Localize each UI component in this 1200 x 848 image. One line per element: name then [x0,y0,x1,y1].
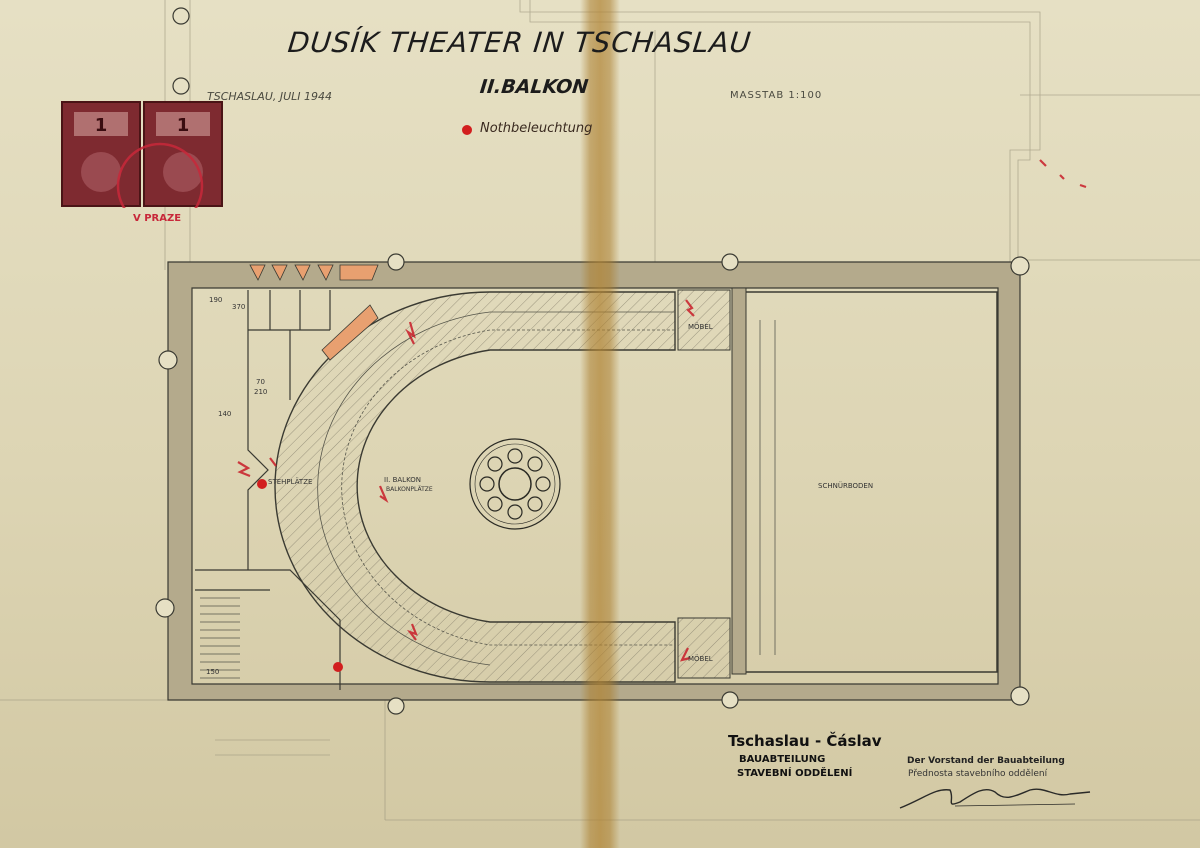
label-furniture-top: MÖBEL [688,323,713,331]
footer-board-cz: Přednosta stavebního oddělení [908,769,1048,779]
dimension-label: 210 [254,388,268,396]
cubicles [249,264,379,361]
legend-dot [462,125,472,135]
stamp-value-right: 1 [177,115,190,136]
label-standing: STEHPLÄTZE [268,478,313,486]
emergency-light-markers [257,479,343,672]
horseshoe-balcony [274,291,676,683]
label-balcony: II. BALKON [384,476,422,484]
columns [155,7,1030,715]
service-rooms [195,290,341,690]
paper-fold [580,0,620,848]
proscenium-wall [731,287,747,675]
construction-lines [0,0,1200,821]
footer-city: Tschaslau - Čáslav [728,732,882,750]
chandelier [469,438,561,530]
scale-note: MASSTAB 1:100 [730,90,823,101]
label-furniture-bottom: MÖBEL [688,655,713,663]
red-annotations [237,159,1087,662]
footer-board-de: Der Vorstand der Bauabteilung [907,756,1065,766]
footer-department-de: BAUABTEILUNG [739,754,826,765]
staircase [200,597,240,679]
label-stage-floor: SCHNÜRBODEN [818,482,874,490]
footer-department-cz: STAVEBNÍ ODDĚLENÍ [737,768,853,779]
page-title: DUSÍK THEATER IN TSCHASLAU [286,26,753,59]
seal-text: V PRAZE [133,213,182,224]
dimension-label: 370 [232,303,246,311]
dimension-label: 70 [256,378,265,386]
furniture-room-bottom [677,617,731,679]
revenue-stamps: 1 1 [61,101,223,208]
dimension-label: 140 [218,410,232,418]
signature [899,788,1091,809]
furniture-room-top [677,289,731,351]
page-subtitle: II.BALKON [478,76,590,98]
label-balcony-seats: BALKONPLÄTZE [386,486,433,493]
dimension-label: 190 [209,296,223,304]
stamp-value-left: 1 [95,115,108,136]
legend-label: Nothbeleuchtung [480,121,593,136]
dateline: TSCHASLAU, JULI 1944 [207,90,333,103]
dimension-label: 150 [206,668,220,676]
